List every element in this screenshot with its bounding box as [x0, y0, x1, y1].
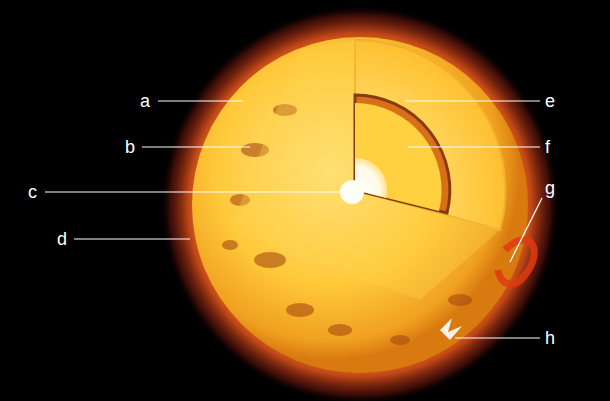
callout-letter: e — [545, 91, 555, 111]
callout-letter: f — [545, 137, 550, 157]
callout-letter: c — [28, 182, 37, 202]
callout-letter: b — [125, 137, 135, 157]
callout-letter: a — [140, 91, 150, 111]
callout-letter: h — [545, 328, 555, 348]
callout-letter: g — [545, 178, 555, 198]
callout-letter: d — [57, 229, 67, 249]
leader-lines — [45, 101, 542, 338]
